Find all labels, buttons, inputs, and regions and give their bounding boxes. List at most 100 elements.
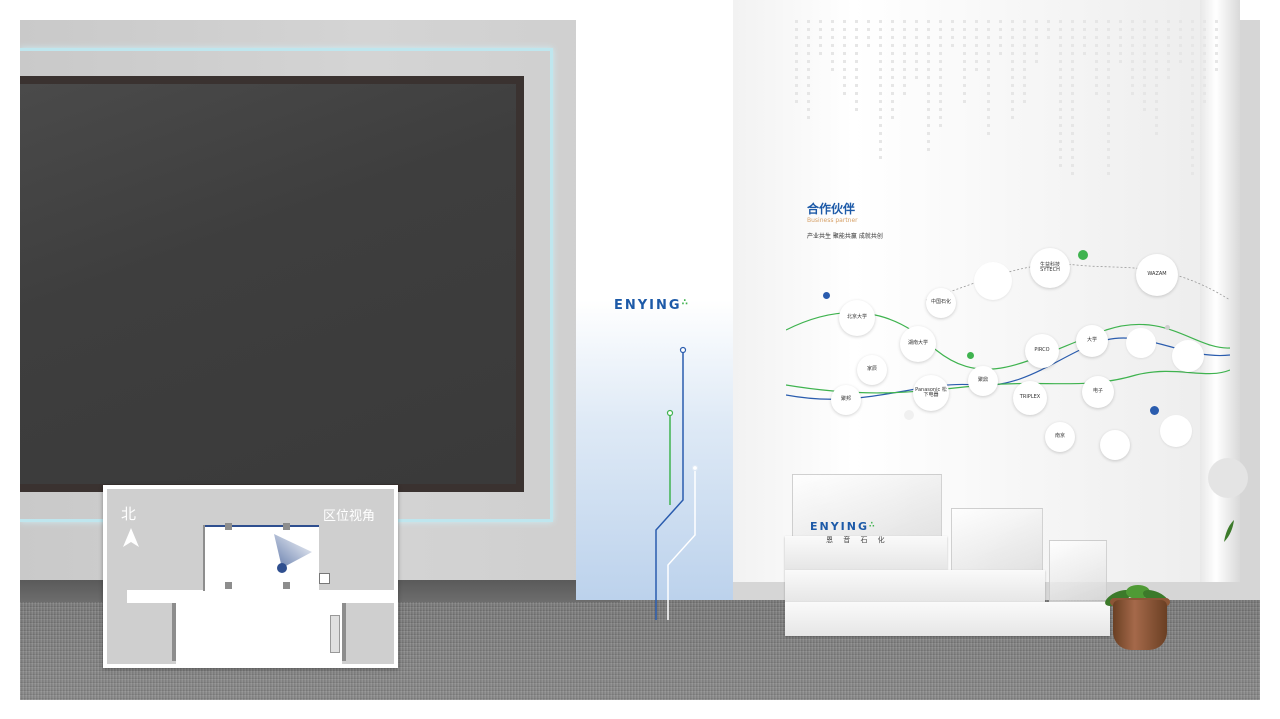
- pattern-dot: [1011, 20, 1014, 23]
- pattern-dot: [795, 76, 798, 79]
- pattern-dot: [963, 28, 966, 31]
- pattern-dot: [891, 84, 894, 87]
- view-cone-icon[interactable]: [268, 526, 318, 576]
- minimap-pillar: [283, 582, 290, 589]
- pattern-dot: [915, 68, 918, 71]
- pattern-dot: [1035, 60, 1038, 63]
- column-logo-text: ENYING: [614, 298, 682, 313]
- pattern-dot: [1083, 28, 1086, 31]
- pattern-dot: [1083, 52, 1086, 55]
- pattern-dot: [1071, 44, 1074, 47]
- pattern-dot: [1035, 36, 1038, 39]
- pattern-dot: [1095, 92, 1098, 95]
- pattern-dot: [927, 52, 930, 55]
- pattern-dot: [1095, 68, 1098, 71]
- pattern-dot: [1131, 52, 1134, 55]
- accent-dot: [1165, 325, 1170, 330]
- pattern-dot: [807, 60, 810, 63]
- pattern-dot: [807, 36, 810, 39]
- pattern-dot: [927, 68, 930, 71]
- pattern-dot: [1107, 108, 1110, 111]
- pattern-dot: [1215, 52, 1218, 55]
- pattern-dot: [1143, 20, 1146, 23]
- pattern-dot: [819, 20, 822, 23]
- pattern-dot: [795, 28, 798, 31]
- pattern-dot: [903, 92, 906, 95]
- pattern-dot: [963, 36, 966, 39]
- pattern-dot: [819, 36, 822, 39]
- pattern-dot: [1023, 100, 1026, 103]
- pattern-dot: [999, 52, 1002, 55]
- pattern-dot: [1191, 116, 1194, 119]
- pattern-dot: [1059, 140, 1062, 143]
- pattern-dot: [855, 76, 858, 79]
- pattern-dot: [843, 68, 846, 71]
- pattern-dot: [1155, 76, 1158, 79]
- pattern-dot: [1155, 60, 1158, 63]
- pattern-dot: [987, 124, 990, 127]
- pattern-dot: [1047, 20, 1050, 23]
- pattern-dot: [867, 44, 870, 47]
- pattern-dot: [1155, 84, 1158, 87]
- pattern-dot: [891, 60, 894, 63]
- glass-display-case: [951, 508, 1043, 574]
- pattern-dot: [1191, 68, 1194, 71]
- pattern-dot: [891, 28, 894, 31]
- minimap-wall: [342, 603, 346, 661]
- pattern-dot: [1023, 68, 1026, 71]
- pattern-dot: [855, 60, 858, 63]
- pattern-dot: [1095, 76, 1098, 79]
- pattern-dot: [1011, 60, 1014, 63]
- pattern-dot: [855, 44, 858, 47]
- pattern-dot: [1059, 36, 1062, 39]
- pattern-dot: [879, 124, 882, 127]
- pattern-dot: [855, 52, 858, 55]
- pattern-dot: [1131, 44, 1134, 47]
- pattern-dot: [807, 20, 810, 23]
- pattern-dot: [1191, 52, 1194, 55]
- pattern-dot: [915, 20, 918, 23]
- pattern-dot: [939, 108, 942, 111]
- pattern-dot: [1071, 148, 1074, 151]
- pattern-dot: [1023, 92, 1026, 95]
- pattern-dot: [891, 116, 894, 119]
- pattern-dot: [879, 20, 882, 23]
- pattern-dot: [807, 84, 810, 87]
- pattern-dot: [1191, 108, 1194, 111]
- pattern-dot: [963, 76, 966, 79]
- pattern-dot: [1155, 68, 1158, 71]
- pattern-dot: [1191, 28, 1194, 31]
- minimap-lower-area: [176, 603, 342, 664]
- pattern-dot: [1071, 132, 1074, 135]
- pattern-dot: [1203, 84, 1206, 87]
- pattern-dot: [963, 52, 966, 55]
- pattern-dot: [927, 148, 930, 151]
- pattern-dot: [795, 52, 798, 55]
- pattern-dot: [1071, 28, 1074, 31]
- pattern-dot: [1119, 44, 1122, 47]
- pattern-dot: [927, 116, 930, 119]
- pedestal-brand-logo: ENYING∴: [810, 520, 877, 533]
- pattern-dot: [1023, 20, 1026, 23]
- pattern-dot: [1023, 60, 1026, 63]
- partners-title: 合作伙伴: [807, 202, 856, 216]
- glass-display-case: [792, 474, 942, 540]
- pattern-dot: [939, 60, 942, 63]
- pattern-dot: [975, 60, 978, 63]
- pattern-dot: [963, 44, 966, 47]
- pattern-dot: [975, 44, 978, 47]
- pattern-dot: [1143, 44, 1146, 47]
- pattern-dot: [1083, 36, 1086, 39]
- minimap-marker-box: [319, 573, 330, 584]
- pattern-dot: [831, 60, 834, 63]
- pattern-dot: [1155, 132, 1158, 135]
- pattern-dot: [999, 20, 1002, 23]
- pattern-dot: [1203, 52, 1206, 55]
- pattern-dot: [1131, 20, 1134, 23]
- tv-screen[interactable]: [20, 84, 516, 484]
- pattern-dot: [1071, 84, 1074, 87]
- pattern-dot: [1203, 68, 1206, 71]
- pattern-dot: [951, 44, 954, 47]
- pattern-dot: [1179, 36, 1182, 39]
- pattern-dot: [1023, 52, 1026, 55]
